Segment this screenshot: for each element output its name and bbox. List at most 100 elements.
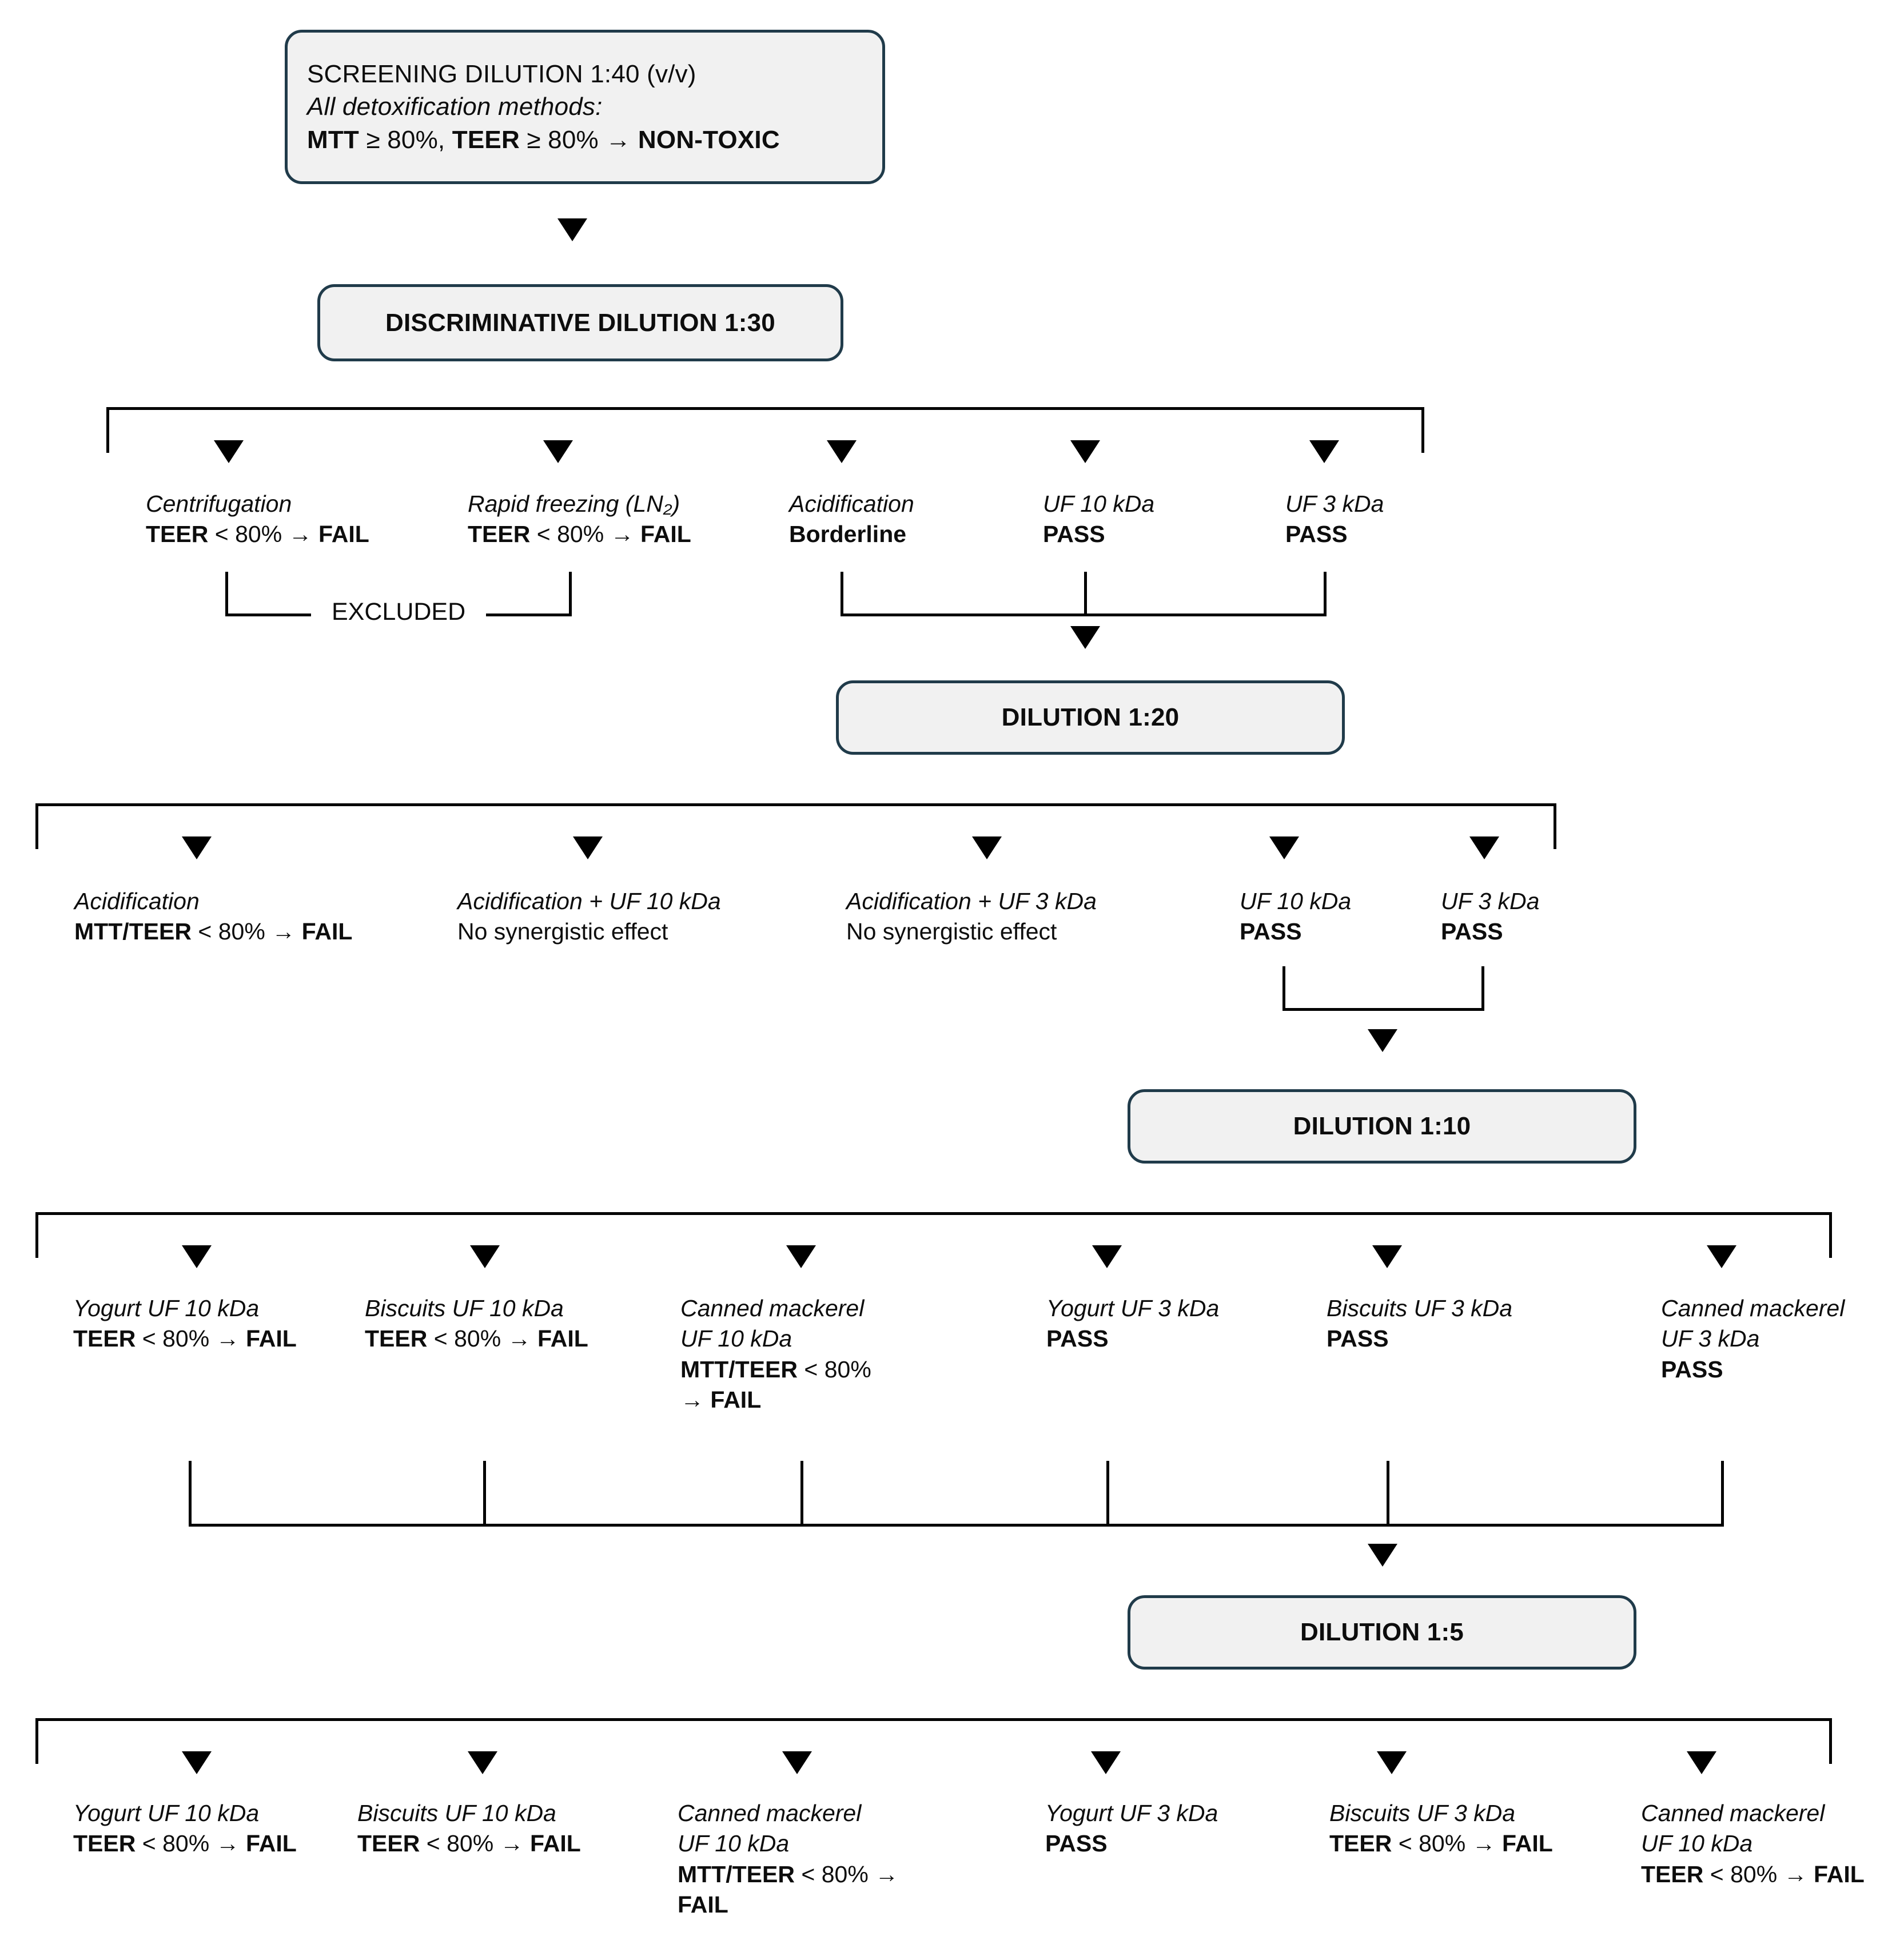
leaf-line-sample: Canned mackerel	[1641, 1800, 1825, 1826]
node-dilution-1-5[interactable]: DILUTION 1:5	[1128, 1595, 1636, 1670]
leaf-line-result: No synergistic effect	[457, 918, 668, 945]
merge-1-10-bar	[189, 1524, 1724, 1527]
arrow-to-biscuits-uf10-10	[470, 1245, 500, 1268]
arrow-to-uf-3-kda-20	[1469, 836, 1499, 859]
leaf-biscuits-uf-3-kda-10: Biscuits UF 3 kDa PASS	[1327, 1293, 1595, 1355]
merge-1-10-stem-5	[1387, 1461, 1389, 1527]
leaf-line-sample: Biscuits UF 3 kDa	[1327, 1295, 1513, 1321]
leaf-line-sample: Canned mackerel	[1661, 1295, 1845, 1321]
arrow-to-acidification-20	[182, 836, 212, 859]
merge-1-30-mid-stem	[1084, 572, 1087, 616]
leaf-biscuits-uf-10-kda-10: Biscuits UF 10 kDa TEER < 80% → FAIL	[365, 1293, 668, 1355]
leaf-line-result: PASS	[1240, 918, 1302, 945]
leaf-line-verdict: → FAIL	[680, 1386, 762, 1413]
arrow-to-uf-3-kda	[1309, 440, 1339, 463]
excluded-right-bar	[486, 614, 572, 616]
arrow-to-acidification-uf10-20	[573, 836, 603, 859]
excluded-left-bar	[225, 614, 311, 616]
bracket-1-5-right-stem	[1829, 1718, 1832, 1764]
leaf-line-method: Acidification + UF 10 kDa	[457, 888, 721, 914]
bracket-1-5-top-bar	[35, 1718, 1832, 1721]
node-line-2: All detoxification methods:	[307, 93, 603, 121]
leaf-line-sample: Biscuits UF 10 kDa	[357, 1800, 556, 1826]
leaf-line-verdict: FAIL	[678, 1891, 728, 1918]
leaf-line-result: TEER < 80% → FAIL	[73, 1830, 297, 1857]
arrow-to-yogurt-uf10-10	[182, 1245, 212, 1268]
merge-1-10-stem-1	[189, 1461, 192, 1527]
merge-1-10-stem-4	[1106, 1461, 1109, 1527]
arrow-to-yogurt-uf3-5	[1091, 1751, 1121, 1774]
leaf-acidification-20: Acidification MTT/TEER < 80% → FAIL	[74, 886, 395, 947]
leaf-yogurt-uf-3-kda-5: Yogurt UF 3 kDa PASS	[1045, 1798, 1303, 1859]
leaf-biscuits-uf-3-kda-5: Biscuits UF 3 kDa TEER < 80% → FAIL	[1329, 1798, 1627, 1859]
leaf-line-result: No synergistic effect	[846, 918, 1057, 945]
node-discriminative-dilution-1-30[interactable]: DISCRIMINATIVE DILUTION 1:30	[317, 284, 843, 361]
leaf-line-sample: Yogurt UF 10 kDa	[73, 1295, 260, 1321]
arrow-to-canned-mackerel-uf3-10	[1707, 1245, 1736, 1268]
node-dilution-1-20[interactable]: DILUTION 1:20	[836, 680, 1345, 755]
leaf-line-filter: UF 10 kDa	[680, 1325, 792, 1352]
bracket-1-30-left-stem	[106, 407, 109, 453]
leaf-line-method: Centrifugation	[146, 491, 292, 517]
excluded-label: EXCLUDED	[332, 598, 466, 626]
leaf-canned-mackerel-uf-10-kda-5-2: Canned mackerel UF 10 kDa TEER < 80% → F…	[1641, 1798, 1880, 1890]
leaf-canned-mackerel-uf-10-kda-5: Canned mackerel UF 10 kDa MTT/TEER < 80%…	[678, 1798, 1021, 1920]
bracket-1-5-left-stem	[35, 1718, 38, 1764]
merge-1-20-right-stem	[1481, 966, 1484, 1011]
leaf-canned-mackerel-uf-10-kda-10: Canned mackerel UF 10 kDa MTT/TEER < 80%…	[680, 1293, 1001, 1415]
leaf-line-sample: Yogurt UF 3 kDa	[1045, 1800, 1218, 1826]
arrow-to-uf-10-kda-20	[1269, 836, 1299, 859]
arrow-to-canned-mackerel-uf10-5-2	[1687, 1751, 1716, 1774]
arrow-to-biscuits-uf10-5	[468, 1751, 497, 1774]
arrow-screening-to-discriminative	[557, 218, 587, 241]
leaf-line-result: TEER < 80% → FAIL	[1329, 1830, 1553, 1857]
leaf-line-method: UF 10 kDa	[1240, 888, 1352, 914]
excluded-left-stem	[225, 572, 228, 616]
arrow-to-yogurt-uf3-10	[1092, 1245, 1122, 1268]
leaf-uf-10-kda: UF 10 kDa PASS	[1043, 489, 1232, 550]
node-label: DILUTION 1:5	[1300, 1618, 1464, 1647]
merge-1-20-left-stem	[1282, 966, 1285, 1011]
leaf-line-result: Borderline	[789, 521, 907, 548]
leaf-uf-3-kda-20: UF 3 kDa PASS	[1441, 886, 1630, 947]
leaf-line-result: TEER < 80% → FAIL	[146, 521, 369, 548]
leaf-line-result: TEER < 80% → FAIL	[1641, 1861, 1865, 1887]
merge-1-30-right-stem	[1324, 572, 1327, 616]
arrow-to-biscuits-uf3-10	[1372, 1245, 1402, 1268]
bracket-1-10-top-bar	[35, 1212, 1832, 1215]
merge-1-30-bar	[841, 614, 1327, 616]
leaf-biscuits-uf-10-kda-5: Biscuits UF 10 kDa TEER < 80% → FAIL	[357, 1798, 660, 1859]
leaf-yogurt-uf-10-kda-10: Yogurt UF 10 kDa TEER < 80% → FAIL	[73, 1293, 359, 1355]
node-label: DISCRIMINATIVE DILUTION 1:30	[385, 308, 775, 337]
leaf-acidification-uf-10-kda-20: Acidification + UF 10 kDa No synergistic…	[457, 886, 829, 947]
leaf-rapid-freezing: Rapid freezing (LN₂) TEER < 80% → FAIL	[468, 489, 765, 550]
leaf-line-method: UF 3 kDa	[1285, 491, 1384, 517]
bracket-1-10-left-stem	[35, 1212, 38, 1258]
leaf-line-result: TEER < 80% → FAIL	[365, 1325, 588, 1352]
leaf-yogurt-uf-10-kda-5: Yogurt UF 10 kDa TEER < 80% → FAIL	[73, 1798, 359, 1859]
leaf-yogurt-uf-3-kda-10: Yogurt UF 3 kDa PASS	[1046, 1293, 1304, 1355]
leaf-line-method: Acidification	[74, 888, 200, 914]
leaf-line-method: Acidification + UF 3 kDa	[846, 888, 1097, 914]
bracket-1-20-left-stem	[35, 803, 38, 849]
node-label: DILUTION 1:10	[1293, 1112, 1471, 1141]
node-label: DILUTION 1:20	[1001, 703, 1180, 732]
node-dilution-1-10[interactable]: DILUTION 1:10	[1128, 1089, 1636, 1164]
leaf-line-result: PASS	[1046, 1325, 1109, 1352]
leaf-line-result: PASS	[1661, 1356, 1723, 1383]
leaf-line-method: UF 10 kDa	[1043, 491, 1155, 517]
leaf-uf-3-kda: UF 3 kDa PASS	[1285, 489, 1474, 550]
node-screening-dilution-1-40[interactable]: SCREENING DILUTION 1:40 (v/v) All detoxi…	[285, 30, 885, 184]
leaf-line-result: MTT/TEER < 80%	[680, 1356, 871, 1383]
leaf-line-method: Rapid freezing (LN₂)	[468, 491, 680, 517]
arrow-to-canned-mackerel-uf10-10	[786, 1245, 816, 1268]
leaf-acidification-uf-3-kda-20: Acidification + UF 3 kDa No synergistic …	[846, 886, 1212, 947]
leaf-line-result: TEER < 80% → FAIL	[468, 521, 691, 548]
leaf-line-method: Acidification	[789, 491, 914, 517]
leaf-line-result: MTT/TEER < 80% →	[678, 1861, 899, 1887]
leaf-uf-10-kda-20: UF 10 kDa PASS	[1240, 886, 1428, 947]
leaf-line-result: TEER < 80% → FAIL	[73, 1325, 297, 1352]
arrow-to-acidification	[827, 440, 857, 463]
bracket-1-20-right-stem	[1554, 803, 1556, 849]
